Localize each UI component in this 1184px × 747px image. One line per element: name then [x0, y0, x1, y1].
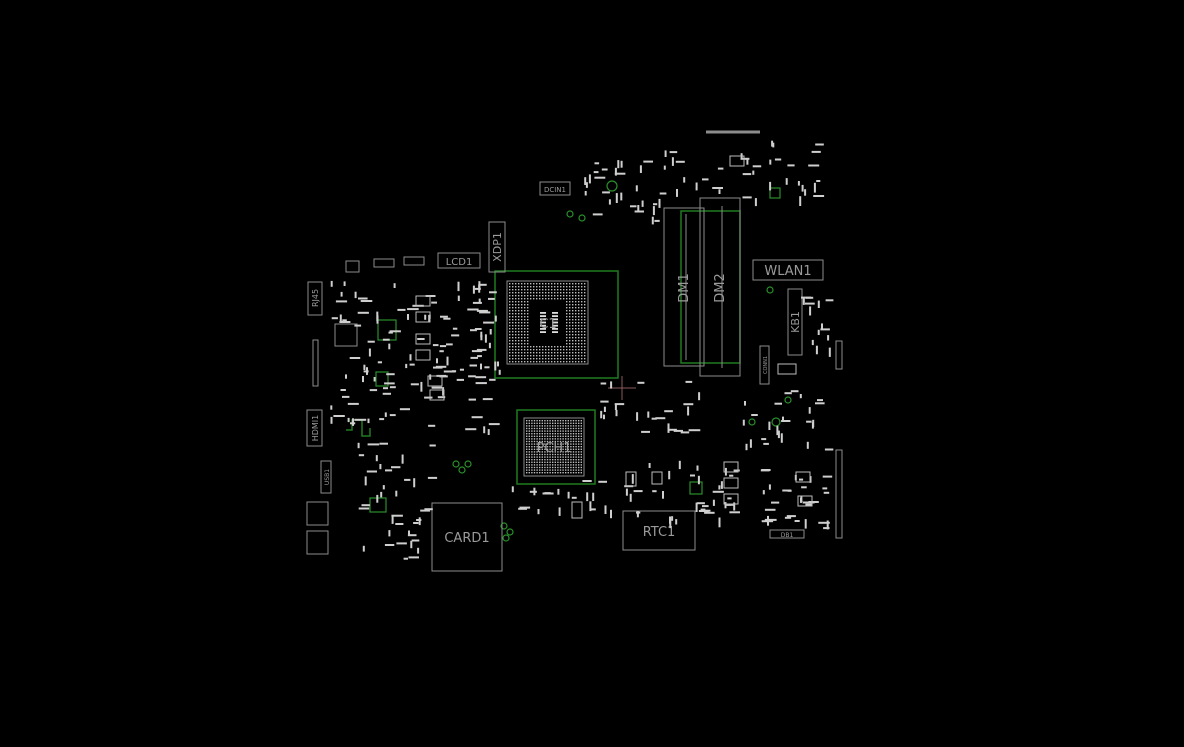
conn-small-label: CONN1: [763, 356, 769, 374]
rj45-port: RJ45: [307, 281, 323, 316]
misc-outlines: [306, 130, 843, 555]
dimm1-label: DM1: [677, 273, 692, 303]
xdp-label: XDP1: [491, 232, 504, 262]
kb-label: KB1: [789, 311, 802, 333]
lcd-connector: LCD1: [437, 252, 481, 269]
hdmi-label: HDMI1: [311, 415, 320, 442]
pch-chip: PCH1: [523, 417, 585, 477]
card-reader: CARD1: [431, 502, 503, 572]
keyboard-connector: KB1: [787, 288, 803, 356]
lcd-label: LCD1: [446, 257, 473, 268]
cpu-socket: C1: [506, 280, 589, 365]
rtc-battery: RTC1: [622, 510, 696, 551]
dcin-label: DCIN1: [544, 186, 566, 194]
usb-port: USB1: [320, 460, 332, 494]
usb-label: USB1: [324, 469, 331, 485]
wlan-label: WLAN1: [764, 264, 811, 279]
small-connector: CONN1: [759, 345, 770, 385]
xdp-connector: XDP1: [488, 221, 506, 273]
daughter-board-connector: DB1: [769, 529, 805, 539]
cpu-label: C1: [539, 317, 556, 332]
rj45-label: RJ45: [311, 289, 320, 307]
hdmi-port: HDMI1: [306, 409, 323, 447]
pch-label: PCH1: [537, 441, 572, 456]
dimm2-label: DM2: [713, 273, 728, 303]
wlan-connector: WLAN1: [752, 259, 824, 281]
db-label: DB1: [781, 532, 794, 539]
card-label: CARD1: [444, 531, 489, 546]
dimm-slots: DM1 DM2: [663, 197, 741, 377]
dc-in-connector: DCIN1: [539, 181, 571, 196]
component-pads: [330, 140, 834, 560]
rtc-label: RTC1: [643, 525, 676, 540]
